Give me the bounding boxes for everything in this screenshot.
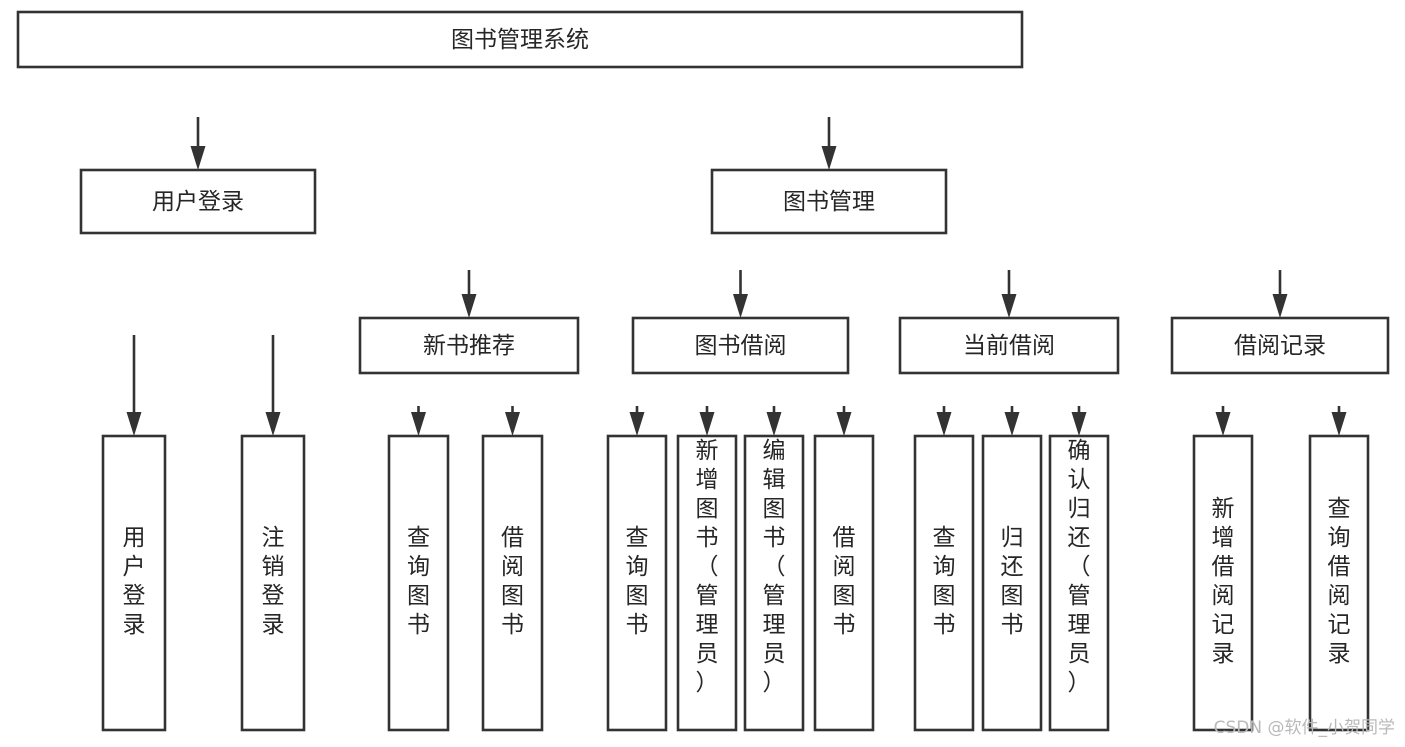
- node-查询图书[interactable]: 查询图书: [387, 434, 450, 732]
- node-借阅记录[interactable]: 借阅记录: [1170, 316, 1390, 375]
- connector-layer: [127, 117, 1347, 436]
- node-归还图书[interactable]: 归还图书: [981, 434, 1043, 732]
- node-注销登录[interactable]: 注销登录: [240, 434, 306, 732]
- csdn-watermark: CSDN @软件_小贺同学: [1214, 718, 1395, 738]
- node-label-查询图书: 查询图书: [933, 525, 956, 638]
- node-新增借阅记录[interactable]: 新增借阅记录: [1192, 434, 1254, 732]
- node-box-借阅图书[interactable]: [481, 434, 544, 732]
- edge-图书管理系统-to-用户登录-arrowhead: [190, 146, 206, 170]
- node-label-新书推荐: 新书推荐: [423, 333, 515, 359]
- node-label-新增图书管理员: 新增图书（管理员）: [696, 438, 719, 696]
- node-label-确认归还管理员: 确认归还（管理员）: [1068, 438, 1091, 696]
- node-label-借阅记录: 借阅记录: [1234, 333, 1326, 359]
- node-新书推荐[interactable]: 新书推荐: [358, 316, 580, 375]
- node-图书借阅[interactable]: 图书借阅: [631, 316, 850, 375]
- node-label-查询图书: 查询图书: [407, 525, 430, 638]
- node-box-注销登录[interactable]: [240, 434, 306, 732]
- node-label-新增借阅记录: 新增借阅记录: [1212, 496, 1235, 667]
- node-box-新书推荐[interactable]: [358, 316, 580, 375]
- node-label-图书管理系统: 图书管理系统: [451, 27, 589, 53]
- node-box-查询图书[interactable]: [913, 434, 975, 732]
- node-确认归还管理员[interactable]: 确认归还（管理员）: [1048, 434, 1110, 732]
- node-box-查询借阅记录[interactable]: [1308, 434, 1370, 732]
- node-label-查询图书: 查询图书: [626, 525, 649, 638]
- node-box-图书管理系统[interactable]: [16, 10, 1024, 69]
- edge-借阅记录-to-查询借阅记录-arrowhead: [1331, 412, 1347, 436]
- node-label-借阅图书: 借阅图书: [501, 525, 524, 638]
- node-当前借阅[interactable]: 当前借阅: [898, 316, 1120, 375]
- edge-借阅记录-to-新增借阅记录-arrowhead: [1215, 412, 1231, 436]
- node-box-归还图书[interactable]: [981, 434, 1043, 732]
- node-box-编辑图书管理员[interactable]: [743, 434, 805, 732]
- node-查询图书[interactable]: 查询图书: [606, 434, 668, 732]
- node-查询借阅记录[interactable]: 查询借阅记录: [1308, 434, 1370, 732]
- node-label-归还图书: 归还图书: [1001, 525, 1024, 638]
- node-box-借阅图书[interactable]: [813, 434, 875, 732]
- node-box-用户登录[interactable]: [101, 434, 167, 732]
- node-label-用户登录: 用户登录: [152, 189, 244, 215]
- node-用户登录[interactable]: 用户登录: [101, 434, 167, 732]
- edge-当前借阅-to-确认归还管理员-arrowhead: [1071, 412, 1087, 436]
- node-box-查询图书[interactable]: [606, 434, 668, 732]
- node-box-新增借阅记录[interactable]: [1192, 434, 1254, 732]
- node-图书管理[interactable]: 图书管理: [710, 168, 948, 235]
- node-label-借阅图书: 借阅图书: [833, 525, 856, 638]
- node-编辑图书管理员[interactable]: 编辑图书（管理员）: [743, 434, 805, 732]
- edge-图书借阅-to-新增图书管理员-arrowhead: [699, 412, 715, 436]
- edge-用户登录-to-用户登录-arrowhead: [126, 412, 142, 436]
- edge-用户登录-to-注销登录-arrowhead: [265, 412, 281, 436]
- node-借阅图书[interactable]: 借阅图书: [481, 434, 544, 732]
- edge-新书推荐-to-查询图书-arrowhead: [411, 412, 426, 436]
- node-box-图书管理[interactable]: [710, 168, 948, 235]
- edge-新书推荐-to-借阅图书-arrowhead: [505, 412, 520, 436]
- node-新增图书管理员[interactable]: 新增图书（管理员）: [676, 434, 738, 732]
- edge-图书管理系统-to-图书管理-arrowhead: [821, 146, 837, 170]
- edge-图书借阅-to-查询图书-arrowhead: [629, 412, 645, 436]
- node-box-图书借阅[interactable]: [631, 316, 850, 375]
- node-box-用户登录[interactable]: [79, 168, 317, 235]
- edge-图书管理-to-新书推荐-arrowhead: [461, 294, 477, 318]
- node-box-新增图书管理员[interactable]: [676, 434, 738, 732]
- edge-图书借阅-to-编辑图书管理员-arrowhead: [766, 412, 782, 436]
- edge-图书管理-to-当前借阅-arrowhead: [1001, 294, 1017, 318]
- node-label-当前借阅: 当前借阅: [963, 333, 1055, 359]
- node-label-查询借阅记录: 查询借阅记录: [1328, 496, 1351, 667]
- node-用户登录[interactable]: 用户登录: [79, 168, 317, 235]
- node-box-当前借阅[interactable]: [898, 316, 1120, 375]
- edge-图书管理-to-图书借阅-arrowhead: [733, 294, 748, 318]
- node-图书管理系统[interactable]: 图书管理系统: [16, 10, 1024, 69]
- node-label-编辑图书管理员: 编辑图书（管理员）: [763, 438, 786, 696]
- edge-图书借阅-to-借阅图书-arrowhead: [836, 412, 852, 436]
- node-借阅图书[interactable]: 借阅图书: [813, 434, 875, 732]
- node-label-图书借阅: 图书借阅: [695, 333, 787, 359]
- node-label-图书管理: 图书管理: [783, 189, 875, 215]
- node-box-查询图书[interactable]: [387, 434, 450, 732]
- edge-当前借阅-to-归还图书-arrowhead: [1004, 412, 1020, 436]
- edge-图书管理-to-借阅记录-arrowhead: [1272, 294, 1288, 318]
- edge-当前借阅-to-查询图书-arrowhead: [936, 412, 952, 436]
- node-label-注销登录: 注销登录: [262, 525, 285, 638]
- node-label-用户登录: 用户登录: [123, 525, 146, 638]
- node-box-借阅记录[interactable]: [1170, 316, 1390, 375]
- node-layer: 图书管理系统用户登录用户登录注销登录图书管理新书推荐查询图书借阅图书图书借阅查询…: [16, 10, 1390, 732]
- node-box-确认归还管理员[interactable]: [1048, 434, 1110, 732]
- node-查询图书[interactable]: 查询图书: [913, 434, 975, 732]
